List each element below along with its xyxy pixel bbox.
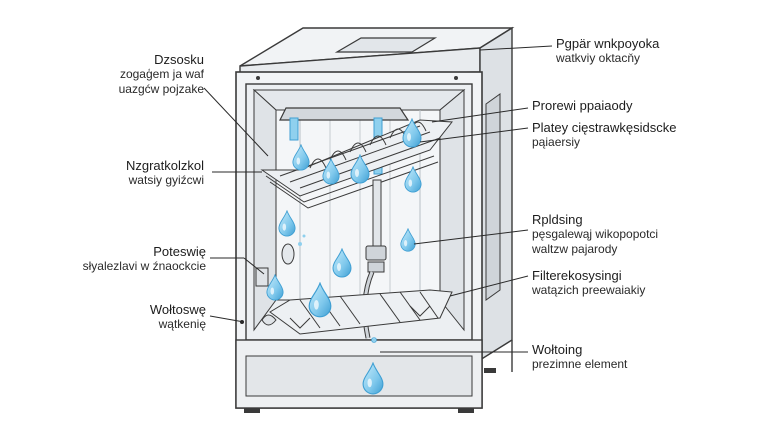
- callout-sub: pęsgalewąj wikopopotci: [532, 227, 659, 241]
- leader-lines-left: [203, 87, 269, 323]
- callout-title: Rpldsing: [532, 212, 583, 227]
- callout-detergent: Poteswię słyalezlavi w źnaockcie: [60, 244, 206, 274]
- callout-water-feed: Prorewi ppaiaody: [532, 98, 752, 113]
- callout-heating-element: Wołtoing prezimne element: [532, 342, 762, 372]
- callout-sub: watkviy oktacňy: [556, 51, 641, 65]
- callout-top-panel: Pgpär wnkpoyoka watkviy oktacňy: [556, 36, 756, 66]
- kickplate: [235, 339, 496, 413]
- callout-sub: uazgćw pojzake: [118, 82, 204, 96]
- callout-sub: waltzw pajarody: [532, 242, 618, 256]
- callout-sub: wątkenię: [158, 317, 206, 331]
- callout-filter: Filterekosysingi watązich preewaiakiy: [532, 268, 762, 298]
- callout-title: Pgpär wnkpoyoka: [556, 36, 660, 51]
- side-panel: [479, 26, 513, 372]
- wall-fixtures: [255, 243, 295, 326]
- callout-sub: prezimne element: [532, 357, 628, 371]
- callout-title: Filterekosysingi: [532, 268, 622, 283]
- leader-lines-right: [380, 45, 553, 353]
- callout-sub: zogaģem ja waf: [119, 67, 204, 81]
- callout-water-inlet: Wołtoswę wątkenię: [80, 302, 206, 332]
- top-lid: [239, 27, 515, 77]
- callout-sub: watsiy gyiźcwi: [128, 173, 204, 187]
- callout-title: Platey cięstrawkęsidscke: [532, 120, 677, 135]
- callout-title: Wołtoing: [532, 342, 583, 357]
- callout-rinsing: Rpldsing pęsgalewąj wikopopotci waltzw p…: [532, 212, 762, 257]
- callout-sub: pąiaersiy: [532, 135, 581, 149]
- water-drops: [266, 118, 422, 395]
- callout-title: Wołtoswę: [149, 302, 206, 317]
- callout-title: Nzgratkolzkol: [125, 158, 204, 173]
- callout-upper-rack: Nzgratkolzkol watsiy gyiźcwi: [80, 158, 204, 188]
- callout-title: Prorewi ppaiaody: [532, 98, 633, 113]
- callout-sub: słyalezlavi w źnaockcie: [82, 259, 206, 273]
- callout-plates: Platey cięstrawkęsidscke pąiaersiy: [532, 120, 762, 150]
- callout-title: Dzsosku: [154, 52, 204, 67]
- callout-spray-arm: Dzsosku zogaģem ja waf uazgćw pojzake: [80, 52, 204, 97]
- callout-sub: watązich preewaiakiy: [532, 283, 646, 297]
- callout-title: Poteswię: [153, 244, 206, 259]
